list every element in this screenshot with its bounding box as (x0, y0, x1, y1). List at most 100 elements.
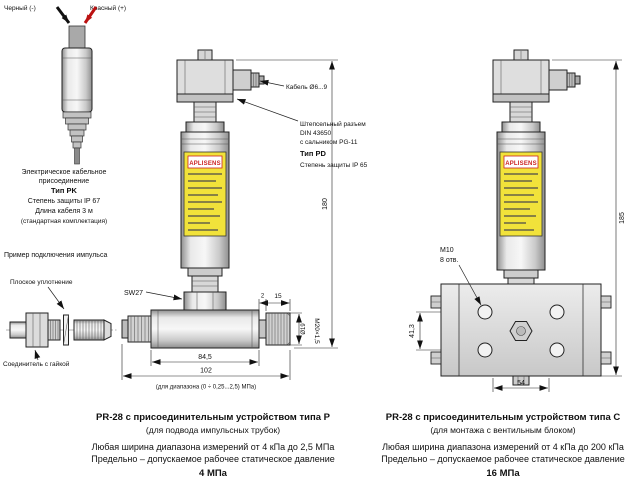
bottom-plug-lines (517, 376, 525, 385)
plug-description: Штепсельный разъем DIN 43650 с сальником… (300, 120, 368, 169)
caption-c-subtitle: (для монтажа с вентильным блоком) (430, 425, 575, 435)
plug-housing (176, 59, 234, 95)
plug-housing-lines-c (500, 60, 542, 94)
desc-line-1: Электрическое кабельное (22, 168, 107, 176)
body-bands (181, 138, 229, 145)
valve-block-flange-lines (458, 284, 584, 376)
gland-ribs (250, 72, 260, 88)
upper-neck-threads-c (510, 106, 532, 118)
mounting-holes (477, 304, 565, 358)
flat-seal-leader (47, 286, 65, 310)
brand-logo: APLISENS (189, 161, 221, 167)
cable-sleeve (68, 25, 86, 49)
bottom-plug (512, 375, 530, 386)
cable-diameter-label: Кабель Ø6...9 (286, 83, 328, 91)
connector-body (61, 47, 93, 113)
dim-41-3: 41,3 (409, 311, 441, 351)
plug-housing-lines (184, 60, 226, 94)
cable-length-label: Длина кабеля 3 м (35, 207, 93, 215)
sw27-leader (145, 291, 183, 301)
process-block-ends (157, 310, 253, 348)
plug-flange (176, 93, 234, 103)
dim-15-text: 15 (274, 293, 282, 300)
caption-type-c: PR-28 с присоединительным устройством ти… (381, 412, 625, 479)
wire-red-label: Красный (+) (90, 4, 126, 12)
black-wire (55, 6, 71, 24)
caption-p-pressure: Предельно – допускаемое рабочее статичес… (91, 454, 335, 464)
right-stud-threads (268, 312, 291, 346)
caption-p-range: Любая ширина диапазона измерений от 4 кП… (92, 442, 335, 452)
dim-185-text: 185 (619, 212, 626, 224)
plug-line-3: с сальником PG-11 (300, 139, 358, 146)
connector-body-lines (62, 57, 92, 101)
brand-logo-box (187, 155, 223, 169)
strain-relief (62, 111, 92, 149)
lower-step (187, 267, 223, 277)
left-port-tip (121, 319, 129, 339)
caption-type-p: PR-28 с присоединительным устройством ти… (91, 412, 335, 479)
flat-seal-label: Плоское уплотнение (10, 279, 73, 286)
plug-ip65: Степень защиты IP 65 (300, 162, 368, 169)
dim-2-15: 2 15 (258, 293, 291, 314)
connector-with-nut-label: Соединитель с гайкой (3, 360, 70, 368)
bolt-mid-lines (431, 301, 611, 359)
plug-line-2: DIN 43650 (300, 130, 331, 137)
dim-102: 102 (121, 344, 291, 380)
fitting-nut (25, 312, 49, 348)
m10-leader (458, 264, 482, 306)
collar-c (501, 121, 541, 133)
plug-type-pd: Тип PD (300, 149, 327, 158)
holes-count-label: 8 отв. (440, 257, 459, 264)
dim-54-text: 54 (517, 380, 525, 387)
body-bands-c (497, 138, 545, 145)
plug-flange-c (492, 93, 550, 103)
left-port-thread-lines (130, 316, 149, 342)
lower-thread (191, 275, 219, 293)
gland-rib-lines (253, 73, 257, 87)
gland-ribs-c (566, 72, 576, 88)
dim-845-text: 84,5 (198, 354, 212, 361)
left-port-thread (127, 315, 152, 343)
desc-line-2: присоединение (39, 178, 89, 185)
caption-p-subtitle: (для подвода импульсных трубок) (146, 425, 280, 435)
nameplate-text-lines-c (504, 173, 538, 231)
ip67-label: Степень защиты IP 67 (28, 198, 100, 205)
flat-seal-hatch (63, 314, 69, 346)
connector-leader (34, 349, 41, 361)
caption-c-title: PR-28 с присоединительным устройством ти… (386, 412, 621, 423)
device-type-p-drawing: APLISENS Кабель Ø6...9 Штепсельный разъе… (121, 49, 368, 391)
sw27-label: SW27 (124, 290, 143, 297)
process-block (150, 309, 260, 349)
dim-height-180: 180 (236, 59, 338, 349)
caption-p-title: PR-28 с присоединительным устройством ти… (96, 412, 331, 423)
hex-flats (196, 292, 214, 310)
caption-p-pressure-value: 4 МПа (199, 468, 228, 479)
dim-d19-text: Ø19 (301, 323, 307, 335)
collar (185, 121, 225, 133)
plug-housing-c (492, 59, 550, 95)
dim-84-5: 84,5 (150, 350, 260, 366)
gland-tip (258, 75, 265, 85)
caption-c-pressure: Предельно – допускаемое рабочее статичес… (381, 454, 625, 464)
dim-102-text: 102 (200, 368, 212, 375)
gland-rib-lines-c (569, 73, 573, 87)
stud-threads (76, 320, 102, 340)
plug-leader (236, 98, 299, 122)
dim-height-185: 185 (552, 59, 626, 377)
nipple-threads (50, 320, 59, 340)
brand-logo-box-c (503, 155, 539, 169)
fitting-pipe (9, 321, 27, 339)
stud-neck (258, 319, 267, 339)
wire-black-label: Черный (-) (4, 4, 36, 12)
dim-diameter-19: Ø19 (290, 312, 307, 346)
standard-kit-note: (стандартная комплектация) (21, 218, 107, 225)
cable-assembly-description: Электрическое кабельное присоединение Ти… (21, 168, 107, 225)
dim-2-text: 2 (261, 294, 265, 300)
caption-c-range: Любая ширина диапазона измерений от 4 кП… (382, 442, 624, 452)
cable-assembly-drawing: Черный (-) Красный (+) Электрическое каб… (4, 4, 126, 225)
red-wire (83, 6, 98, 24)
cable-gland-c (548, 69, 568, 91)
upper-neck-threads (194, 106, 216, 118)
